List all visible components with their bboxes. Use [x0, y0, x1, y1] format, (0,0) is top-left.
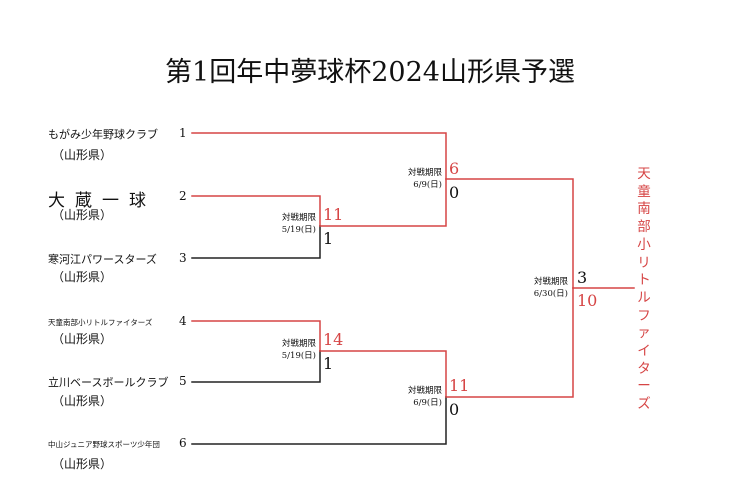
team-6-prefecture: （山形県） [52, 457, 113, 471]
match-d-date: 6/9(日) [413, 398, 442, 408]
team-5-name: 立川ベースボールクラブ [48, 376, 169, 389]
team-1-name: もがみ少年野球クラブ [48, 128, 158, 141]
match-d-deadline-label: 対戦期限 [407, 386, 442, 396]
match-b-loser-score: 1 [323, 354, 334, 373]
champion-name: 天童南部小リトルファイターズ [637, 166, 651, 413]
bracket-line-winner-b [319, 350, 447, 398]
team-3-name: 寒河江パワースターズ [48, 253, 157, 266]
match-d-loser-score: 0 [449, 400, 460, 419]
match-b-date: 5/19(日) [281, 351, 316, 361]
team-1-seed: 1 [179, 126, 187, 140]
match-a-deadline-label: 対戦期限 [281, 213, 316, 223]
match-c-winner-score: 6 [449, 159, 460, 178]
team-4-seed: 4 [179, 314, 187, 328]
team-3-prefecture: （山形県） [52, 270, 113, 284]
match-a-winner-score: 11 [323, 205, 344, 224]
bracket-line-winner-d [445, 287, 574, 398]
match-c-date: 6/9(日) [413, 180, 442, 190]
team-4-prefecture: （山形県） [52, 332, 113, 346]
final-date: 6/30(日) [533, 289, 568, 299]
team-4-name: 天童南部小リトルファイターズ [48, 318, 153, 327]
match-d-winner-score: 11 [449, 376, 470, 395]
match-a-loser-score: 1 [323, 229, 334, 248]
match-b-deadline-label: 対戦期限 [281, 339, 316, 349]
match-a-date: 5/19(日) [281, 225, 316, 235]
final-top-score: 3 [577, 268, 588, 287]
team-2-seed: 2 [179, 189, 187, 203]
team-2-name: 大蔵一球 [48, 191, 156, 211]
match-c-deadline-label: 対戦期限 [407, 168, 442, 178]
final-deadline-label: 対戦期限 [533, 277, 568, 287]
match-c-loser-score: 0 [449, 183, 460, 202]
team-3-seed: 3 [179, 251, 187, 265]
final-bottom-score: 10 [577, 291, 598, 310]
bracket-line-team5 [191, 350, 321, 383]
bracket-line-team6 [191, 396, 447, 445]
bracket-line-winner-c [445, 178, 574, 289]
bracket-line-team1-winner [191, 132, 447, 180]
bracket-line-winner-a [319, 178, 447, 227]
bracket-line-team4-winner [191, 320, 321, 352]
team-2-prefecture: （山形県） [52, 208, 113, 222]
team-5-prefecture: （山形県） [52, 394, 113, 408]
bracket-line-team2-winner [191, 195, 321, 227]
team-5-seed: 5 [179, 374, 187, 388]
team-1-prefecture: （山形県） [52, 148, 113, 162]
team-6-seed: 6 [179, 436, 187, 450]
bracket-line-team3 [191, 225, 321, 259]
page-title: 第1回年中夢球杯2024山形県予選 [165, 57, 575, 88]
team-6-name: 中山ジュニア野球スポーツ少年団 [48, 440, 160, 449]
match-b-winner-score: 14 [323, 330, 344, 349]
